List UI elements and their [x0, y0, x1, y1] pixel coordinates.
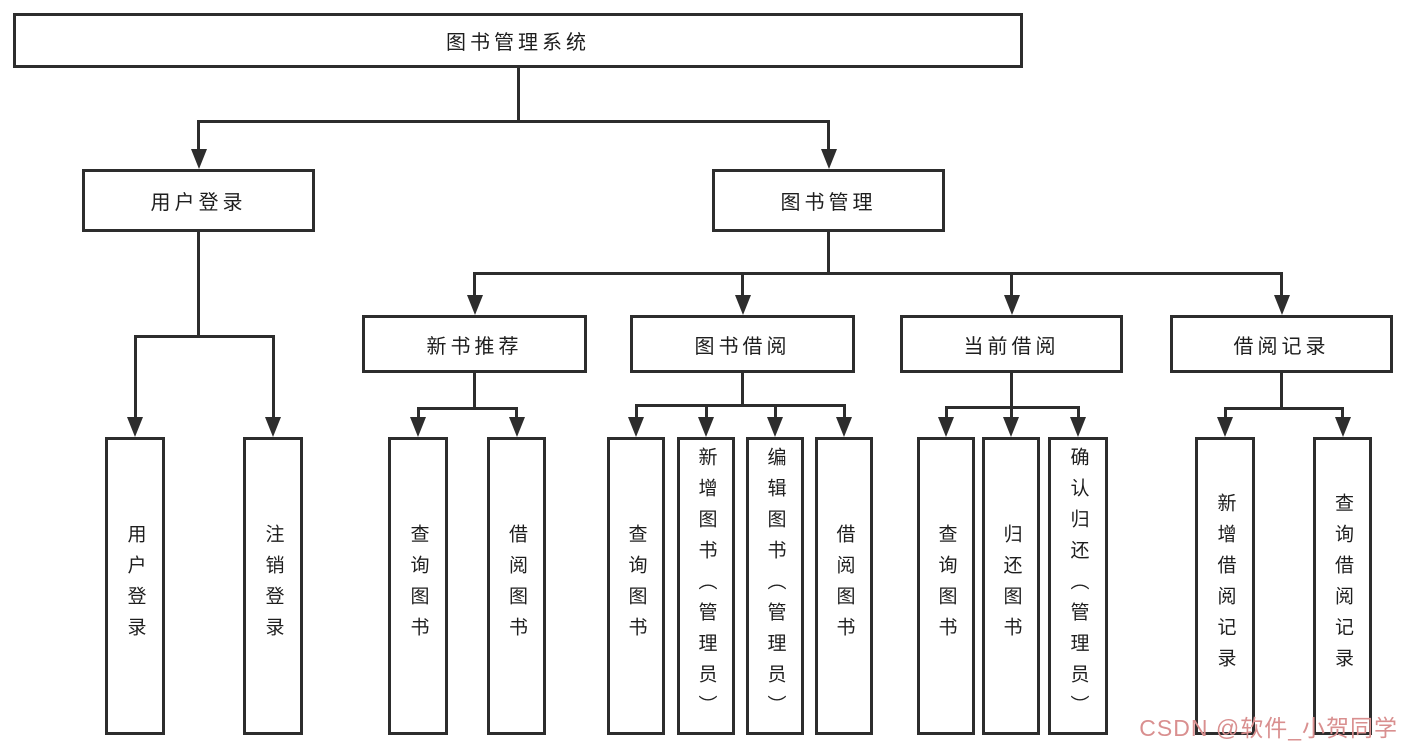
connector-branch-user-login	[133, 335, 275, 338]
connector-branch-new-book-rec	[416, 407, 518, 410]
connector-drop-query-books-3	[944, 406, 948, 423]
node-label: 图书管理	[780, 192, 877, 214]
node-label: 借阅图书	[833, 524, 855, 648]
node-edit-books: 编辑图书（管理员）	[746, 437, 804, 735]
arrow-down-icon	[1273, 295, 1290, 315]
arrow-down-icon	[1003, 295, 1020, 315]
node-book-mgmt: 图书管理	[712, 169, 945, 232]
node-label: 当前借阅	[963, 335, 1060, 358]
arrow-down-icon	[734, 295, 751, 315]
arrow-down-icon	[767, 417, 783, 437]
connector-drop-book-borrow	[741, 272, 744, 301]
arrow-down-icon	[508, 417, 525, 437]
connector-drop-book-mgmt	[827, 120, 830, 155]
connector-branch-book-borrow	[634, 404, 846, 407]
node-label: 图书借阅	[694, 335, 791, 358]
arrow-down-icon	[836, 417, 852, 437]
connector-drop-logout-leaf	[271, 335, 275, 423]
connector-drop-query-books-1	[416, 407, 420, 423]
arrow-down-icon	[820, 149, 837, 169]
node-borrow-books-2: 借阅图书	[815, 437, 873, 735]
connector-drop-query-record	[1341, 407, 1344, 423]
arrow-down-icon	[410, 417, 426, 437]
connector-stem-root	[516, 68, 520, 123]
connector-branch-root	[197, 120, 830, 123]
connector-drop-query-books-2	[634, 404, 638, 423]
arrow-down-icon	[1070, 417, 1086, 437]
connector-branch-book-mgmt	[473, 272, 1283, 275]
connector-drop-add-record	[1223, 407, 1227, 423]
arrow-down-icon	[698, 417, 714, 437]
node-query-record: 查询借阅记录	[1313, 437, 1372, 735]
arrow-down-icon	[628, 417, 644, 437]
node-label: 编辑图书（管理员）	[764, 446, 786, 726]
arrow-down-icon	[466, 295, 483, 315]
node-query-books-2: 查询图书	[607, 437, 665, 735]
node-book-borrow: 图书借阅	[630, 315, 855, 373]
connector-drop-new-book-rec	[473, 272, 476, 301]
node-label: 用户登录	[124, 524, 146, 648]
connector-drop-user-login	[197, 120, 200, 155]
csdn-watermark: CSDN @软件_小贺同学	[1139, 715, 1398, 741]
node-label: 新书推荐	[426, 335, 523, 358]
connector-stem-user-login	[197, 232, 200, 338]
node-label: 新增图书（管理员）	[695, 446, 717, 726]
arrow-down-icon	[1217, 417, 1233, 437]
node-label: 查询图书	[407, 524, 429, 648]
connector-drop-borrow-books-1	[515, 407, 518, 423]
node-label: 图书管理系统	[446, 32, 590, 54]
node-label: 借阅记录	[1233, 335, 1330, 358]
arrow-down-icon	[190, 149, 207, 169]
arrow-down-icon	[1003, 417, 1019, 437]
connector-drop-borrow-books-2	[842, 404, 846, 423]
node-label: 借阅图书	[506, 524, 527, 648]
node-add-books: 新增图书（管理员）	[677, 437, 735, 735]
connector-stem-book-borrow	[741, 373, 744, 407]
node-add-record: 新增借阅记录	[1195, 437, 1255, 735]
connector-stem-current-borrow	[1010, 373, 1013, 409]
node-root: 图书管理系统	[13, 13, 1023, 68]
connector-stem-new-book-rec	[473, 373, 476, 410]
arrow-down-icon	[127, 417, 143, 437]
node-confirm-return: 确认归还（管理员）	[1048, 437, 1108, 735]
node-borrow-books-1: 借阅图书	[487, 437, 546, 735]
connector-stem-book-mgmt	[827, 232, 830, 275]
node-logout-leaf: 注销登录	[243, 437, 303, 735]
node-label: 归还图书	[1000, 524, 1022, 648]
connector-drop-borrow-records	[1280, 272, 1283, 301]
node-return-books: 归还图书	[982, 437, 1040, 735]
arrow-down-icon	[1334, 417, 1351, 437]
node-query-books-1: 查询图书	[388, 437, 448, 735]
node-query-books-3: 查询图书	[917, 437, 975, 735]
connector-drop-current-borrow	[1010, 272, 1013, 301]
node-borrow-records: 借阅记录	[1170, 315, 1393, 373]
connector-drop-add-books	[704, 404, 708, 423]
connector-drop-login-leaf	[133, 335, 137, 423]
node-label: 查询图书	[935, 524, 957, 648]
node-label: 注销登录	[262, 524, 284, 648]
node-new-book-rec: 新书推荐	[362, 315, 587, 373]
connector-stem-borrow-records	[1280, 373, 1283, 410]
node-label: 确认归还（管理员）	[1067, 446, 1089, 726]
connector-drop-edit-books	[773, 404, 777, 423]
node-label: 查询借阅记录	[1332, 493, 1353, 679]
arrow-down-icon	[938, 417, 954, 437]
node-label: 用户登录	[150, 192, 247, 214]
connector-drop-confirm-return	[1076, 406, 1080, 423]
node-user-login: 用户登录	[82, 169, 315, 232]
arrow-down-icon	[265, 417, 281, 437]
node-label: 新增借阅记录	[1214, 493, 1236, 679]
node-label: 查询图书	[625, 524, 647, 648]
node-login-leaf: 用户登录	[105, 437, 165, 735]
node-current-borrow: 当前借阅	[900, 315, 1123, 373]
connector-branch-borrow-records	[1223, 407, 1344, 410]
connector-drop-return-books	[1009, 406, 1013, 423]
